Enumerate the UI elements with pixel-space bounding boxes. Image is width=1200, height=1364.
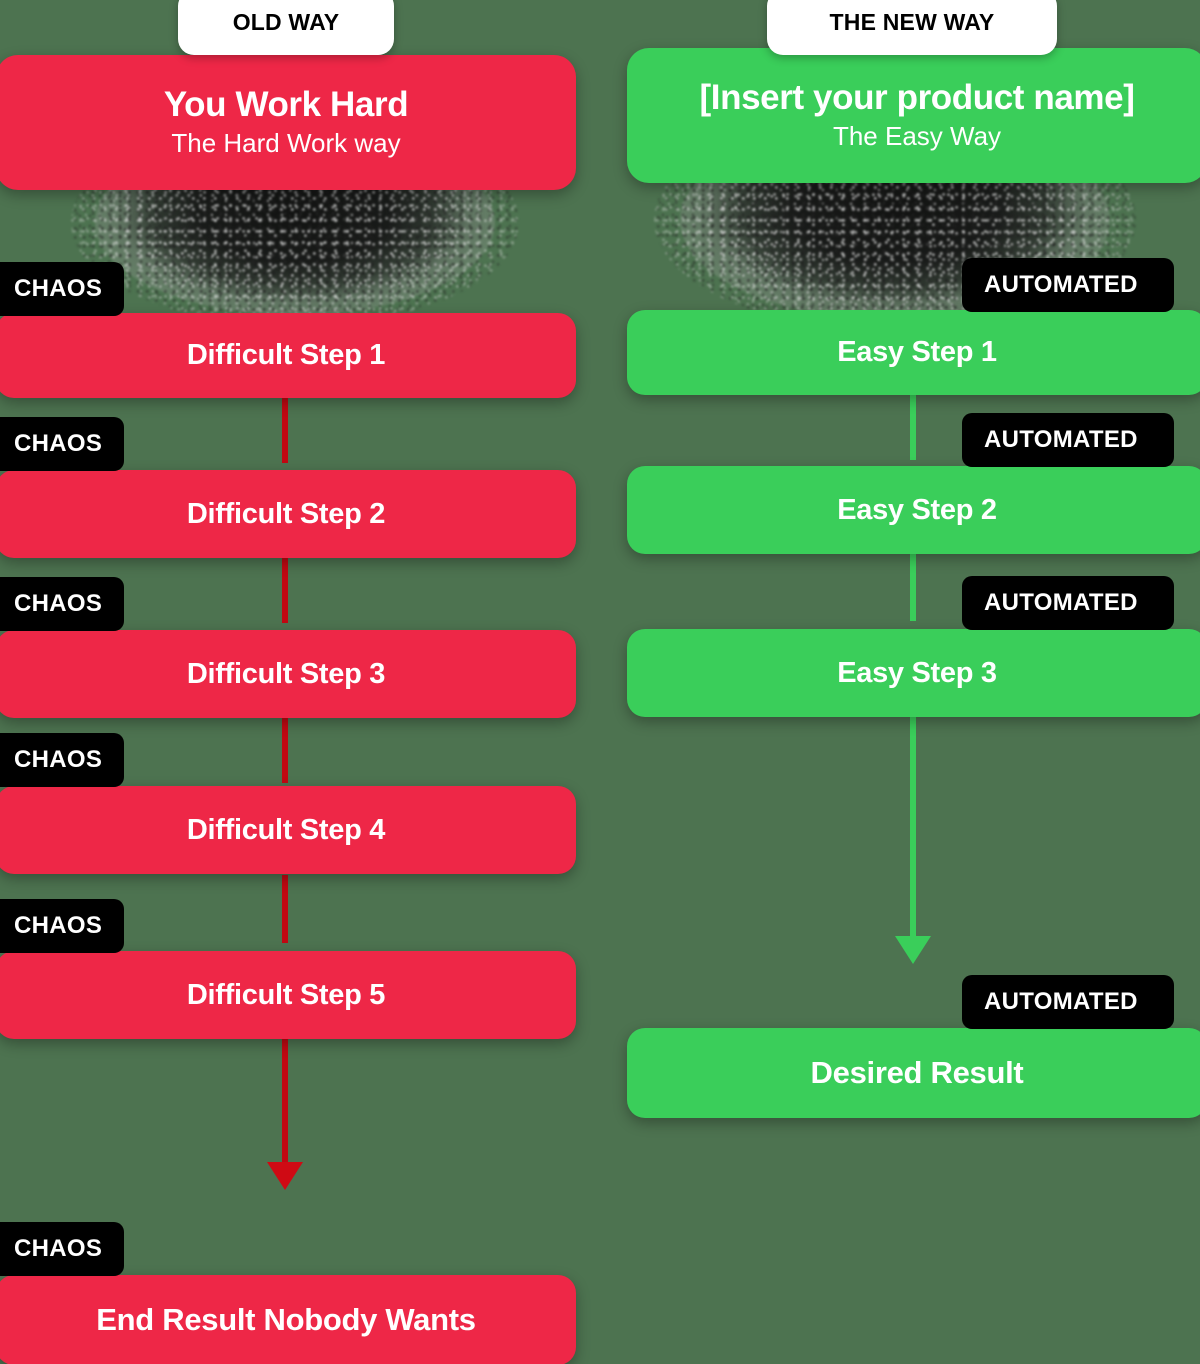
old-way-result-label: End Result Nobody Wants [96, 1302, 476, 1337]
old-way-arrowhead-icon [267, 1162, 303, 1190]
old-way-step-2-label: Difficult Step 2 [186, 497, 386, 530]
new-way-tag-3: AUTOMATED [962, 576, 1174, 630]
new-way-tag-1: AUTOMATED [962, 258, 1174, 312]
new-way-tag-3-label: AUTOMATED [984, 589, 1138, 616]
old-way-tag-3: CHAOS [0, 577, 125, 631]
old-way-header-subtitle: The Hard Work way [171, 127, 401, 158]
old-way-tag-4: CHAOS [0, 733, 125, 787]
old-way-tag-2: CHAOS [0, 417, 125, 471]
new-way-arrowhead-icon [895, 936, 931, 964]
old-way-step-2: Difficult Step 2 [0, 470, 576, 558]
old-way-step-5-label: Difficult Step 5 [186, 978, 386, 1011]
old-way-connector-3 [282, 715, 288, 783]
new-way-connector-1 [910, 392, 916, 460]
new-way-connector-final [910, 716, 916, 942]
old-way-tag-5-label: CHAOS [14, 912, 103, 939]
old-way-tag-1-label: CHAOS [14, 275, 103, 302]
old-way-result-tag: CHAOS [0, 1222, 125, 1276]
old-way-header-title: You Work Hard [163, 85, 409, 125]
new-way-pill-label: THE NEW WAY [829, 9, 995, 35]
new-way-step-1: Easy Step 1 [627, 310, 1200, 395]
old-way-step-1: Difficult Step 1 [0, 313, 576, 398]
new-way-step-2-label: Easy Step 2 [837, 493, 997, 526]
new-way-step-3-label: Easy Step 3 [837, 656, 997, 689]
new-way-tag-2: AUTOMATED [962, 413, 1174, 467]
new-way-step-3: Easy Step 3 [627, 629, 1200, 717]
old-way-pill-badge: OLD WAY [178, 0, 394, 55]
new-way-result-card: Desired Result [627, 1028, 1200, 1118]
old-way-tag-5: CHAOS [0, 899, 125, 953]
old-way-pill-label: OLD WAY [232, 9, 340, 35]
old-way-connector-2 [282, 555, 288, 623]
new-way-header-card: [Insert your product name] The Easy Way [627, 48, 1200, 183]
new-way-header-title: [Insert your product name] [699, 78, 1135, 118]
new-way-step-1-label: Easy Step 1 [837, 336, 997, 368]
old-way-connector-final [282, 1035, 288, 1170]
old-way-tag-1: CHAOS [0, 262, 125, 316]
old-way-header-card: You Work Hard The Hard Work way [0, 55, 576, 190]
old-way-connector-4 [282, 875, 288, 943]
old-way-step-4: Difficult Step 4 [0, 786, 576, 874]
new-way-connector-2 [910, 553, 916, 621]
new-way-result-tag-label: AUTOMATED [984, 988, 1138, 1015]
old-way-step-3-label: Difficult Step 3 [186, 657, 386, 690]
new-way-tag-2-label: AUTOMATED [984, 426, 1138, 453]
old-way-connector-1 [282, 395, 288, 463]
old-way-step-4-label: Difficult Step 4 [186, 813, 386, 846]
old-way-step-5: Difficult Step 5 [0, 951, 576, 1039]
old-way-tag-4-label: CHAOS [14, 746, 103, 773]
new-way-header-subtitle: The Easy Way [832, 120, 1002, 151]
old-way-result-card: End Result Nobody Wants [0, 1275, 576, 1364]
old-way-step-3: Difficult Step 3 [0, 630, 576, 718]
old-way-tag-3-label: CHAOS [14, 590, 103, 617]
new-way-step-2: Easy Step 2 [627, 466, 1200, 554]
old-way-step-1-label: Difficult Step 1 [186, 339, 386, 371]
old-way-tag-2-label: CHAOS [14, 430, 103, 457]
new-way-result-label: Desired Result [810, 1055, 1024, 1090]
new-way-pill-badge: THE NEW WAY [767, 0, 1057, 55]
new-way-tag-1-label: AUTOMATED [984, 271, 1138, 298]
old-way-result-tag-label: CHAOS [14, 1235, 103, 1262]
new-way-result-tag: AUTOMATED [962, 975, 1174, 1029]
